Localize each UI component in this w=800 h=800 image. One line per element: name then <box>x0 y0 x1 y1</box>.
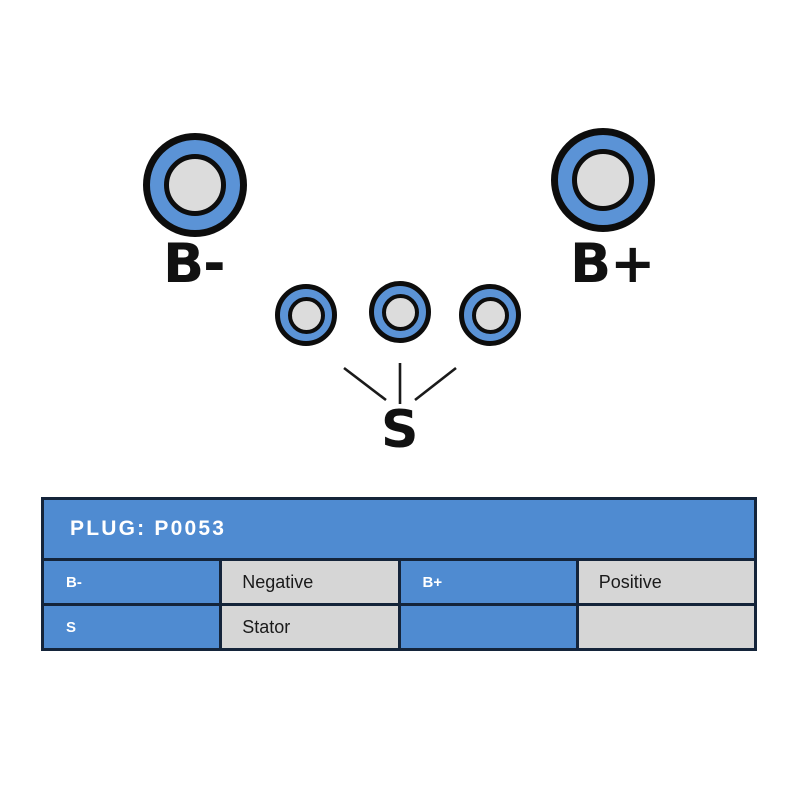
row-0-key-right: B+ <box>397 558 579 606</box>
terminal-b-plus-core <box>572 149 634 211</box>
table-row: S Stator <box>40 603 758 651</box>
label-b-minus: B- <box>163 232 226 295</box>
label-stator: S <box>381 400 418 460</box>
row-1-key-left: S <box>40 603 223 651</box>
plug-header-cell: PLUG: P0053 <box>41 497 757 561</box>
leader-line-left <box>343 366 387 402</box>
label-b-plus: B+ <box>570 232 655 295</box>
plug-pinout-table: PLUG: P0053 B- Negative B+ Positive S St… <box>40 497 758 651</box>
table-row: B- Negative B+ Positive <box>40 558 758 606</box>
row-0-value-right: Positive <box>575 558 758 606</box>
row-1-value-left: Stator <box>219 603 401 651</box>
row-0-value-left: Negative <box>219 558 401 606</box>
terminal-stator-1-core <box>287 296 325 334</box>
terminal-stator-3-core <box>471 296 509 334</box>
terminal-b-plus[interactable] <box>551 128 655 232</box>
terminal-b-minus-core <box>164 154 226 216</box>
row-1-key-right <box>397 603 579 651</box>
terminal-stator-2-core <box>381 293 419 331</box>
terminal-stator-1[interactable] <box>275 284 337 346</box>
terminal-diagram: B- B+ S <box>143 128 655 460</box>
leader-line-right <box>414 366 457 402</box>
table-header-row: PLUG: P0053 <box>41 497 757 561</box>
row-1-value-right <box>575 603 758 651</box>
terminal-stator-2[interactable] <box>369 281 431 343</box>
row-0-key-left: B- <box>40 558 223 606</box>
terminal-b-minus[interactable] <box>143 133 247 237</box>
terminal-stator-3[interactable] <box>459 284 521 346</box>
